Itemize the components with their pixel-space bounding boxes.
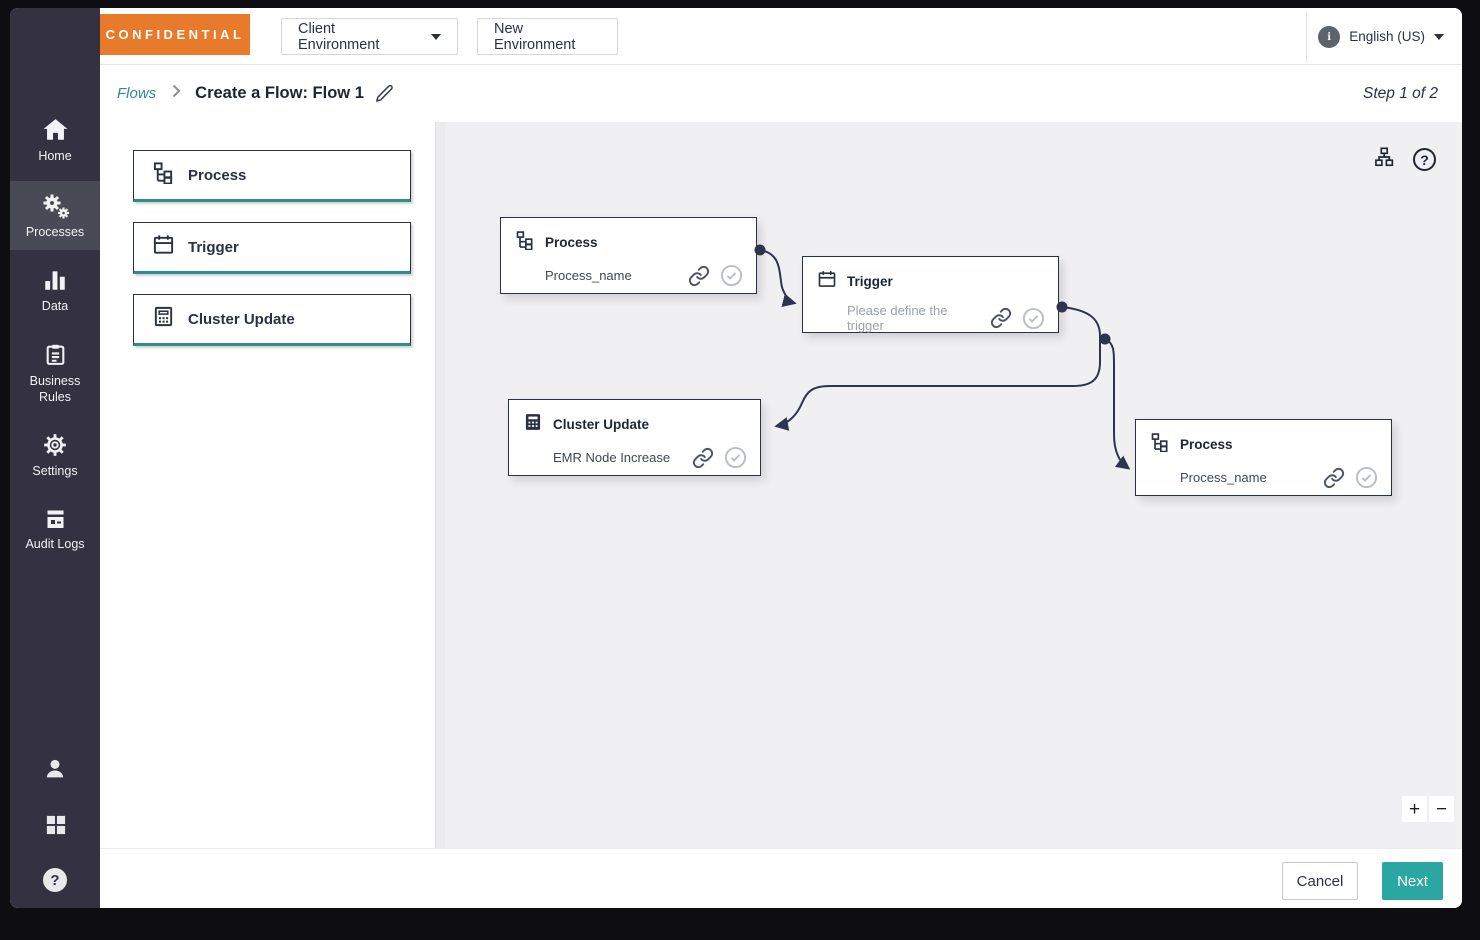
process-flow-icon <box>152 161 175 189</box>
gears-icon <box>40 192 70 219</box>
calculator-icon <box>152 305 175 333</box>
sidebar-item-label: Audit Logs <box>25 536 85 551</box>
app-window: Home <box>10 8 1462 908</box>
user-icon[interactable] <box>42 756 68 786</box>
flow-node-process-2[interactable]: Process Process_name <box>1135 419 1392 496</box>
sidebar-item-label: Home <box>38 149 72 163</box>
sidebar-bottom: ? <box>10 756 100 892</box>
language-label: English (US) <box>1349 29 1425 44</box>
sidebar-item-home[interactable]: Home <box>10 106 100 175</box>
edge-process-to-trigger <box>759 249 797 308</box>
confidential-label: CONFIDENTIAL <box>105 27 245 42</box>
palette-item-process[interactable]: Process <box>133 150 411 202</box>
sidebar-nav: Home <box>10 106 100 568</box>
chevron-down-icon <box>431 33 441 40</box>
connector-dot <box>1099 333 1111 345</box>
node-title: Cluster Update <box>553 417 650 432</box>
zoom-in-button[interactable]: + <box>1402 796 1427 822</box>
next-button[interactable]: Next <box>1382 862 1443 900</box>
language-selector[interactable]: i English (US) <box>1318 8 1444 65</box>
sidebar-item-data[interactable]: Data <box>10 256 100 325</box>
node-name: Process_name <box>1180 470 1267 485</box>
auto-layout-icon[interactable] <box>1373 146 1395 173</box>
edit-pencil-icon[interactable] <box>374 83 395 104</box>
flow-node-cluster-update[interactable]: Cluster Update EMR Node Increase <box>508 399 761 476</box>
process-flow-icon <box>515 230 535 255</box>
footer-bar: Cancel Next <box>100 848 1462 908</box>
zoom-controls: + − <box>1402 796 1454 822</box>
check-circle-icon[interactable] <box>724 446 747 469</box>
canvas-help-icon[interactable]: ? <box>1413 148 1436 171</box>
page-title: Create a Flow: Flow 1 <box>195 84 364 102</box>
link-icon[interactable] <box>1323 467 1345 489</box>
clipboard-icon <box>43 342 68 368</box>
info-glyph: i <box>1327 29 1331 43</box>
palette-item-label: Process <box>188 166 247 184</box>
palette-item-cluster-update[interactable]: Cluster Update <box>133 294 411 346</box>
sidebar-item-label: Business Rules <box>29 373 81 404</box>
topbar-divider <box>1306 12 1307 62</box>
sidebar-item-label: Settings <box>32 464 78 479</box>
node-title: Process <box>1180 437 1233 452</box>
node-name: Please define the trigger <box>847 303 948 333</box>
node-title: Trigger <box>847 274 893 289</box>
help-glyph: ? <box>50 871 60 889</box>
info-icon: i <box>1318 25 1341 48</box>
home-icon <box>42 117 69 143</box>
audit-card-icon <box>43 507 68 531</box>
node-name: Process_name <box>545 268 632 283</box>
top-bar: CONFIDENTIAL Client Environment New Envi… <box>100 8 1462 65</box>
check-circle-icon[interactable] <box>720 264 743 287</box>
calendar-icon <box>817 269 837 294</box>
sidebar-item-business-rules[interactable]: Business Rules <box>10 331 100 415</box>
breadcrumb-flows-link[interactable]: Flows <box>117 85 157 102</box>
link-icon[interactable] <box>692 447 714 469</box>
palette-item-label: Cluster Update <box>188 310 295 328</box>
palette-item-label: Trigger <box>188 238 239 256</box>
sidebar: Home <box>10 8 100 908</box>
client-environment-dropdown[interactable]: Client Environment <box>281 18 458 55</box>
cancel-button[interactable]: Cancel <box>1282 862 1358 900</box>
sidebar-item-processes[interactable]: Processes <box>10 180 100 251</box>
step-indicator: Step 1 of 2 <box>1363 84 1438 102</box>
sidebar-item-label: Data <box>41 299 69 314</box>
help-icon[interactable]: ? <box>43 868 67 892</box>
link-icon[interactable] <box>990 307 1012 329</box>
flow-node-trigger[interactable]: Trigger Please define the trigger <box>802 256 1059 333</box>
flow-canvas[interactable]: ? <box>445 122 1462 848</box>
sidebar-item-audit-logs[interactable]: Audit Logs <box>10 496 100 563</box>
apps-grid-icon[interactable] <box>44 813 67 841</box>
palette-scrollbar[interactable] <box>435 122 445 848</box>
calculator-icon <box>523 412 543 437</box>
client-environment-label: Client Environment <box>298 20 380 53</box>
help-glyph: ? <box>1420 151 1429 168</box>
palette-item-trigger[interactable]: Trigger <box>133 222 411 274</box>
process-flow-icon <box>1150 432 1170 457</box>
node-title: Process <box>545 235 598 250</box>
breadcrumb: Flows Create a Flow: Flow 1 Step 1 of 2 <box>100 65 1462 122</box>
check-circle-icon[interactable] <box>1355 466 1378 489</box>
canvas-tools: ? <box>1373 146 1436 173</box>
gear-icon <box>42 432 68 458</box>
chevron-right-icon <box>172 84 181 103</box>
edge-trigger-to-process <box>1104 338 1131 470</box>
zoom-out-button[interactable]: − <box>1429 796 1454 822</box>
chevron-down-icon <box>1434 33 1444 40</box>
check-circle-icon[interactable] <box>1022 307 1045 330</box>
new-environment-button[interactable]: New Environment <box>477 18 618 55</box>
calendar-icon <box>152 233 175 261</box>
palette-panel: Process Trigger Cluster Update <box>100 122 435 848</box>
node-name: EMR Node Increase <box>553 450 671 465</box>
link-icon[interactable] <box>688 265 710 287</box>
confidential-badge: CONFIDENTIAL <box>100 14 250 55</box>
new-environment-label: New Environment <box>494 20 576 53</box>
sidebar-item-settings[interactable]: Settings <box>10 421 100 490</box>
flow-node-process-1[interactable]: Process Process_name <box>500 217 757 294</box>
bar-chart-icon <box>42 267 68 293</box>
sidebar-item-label: Processes <box>25 224 85 239</box>
